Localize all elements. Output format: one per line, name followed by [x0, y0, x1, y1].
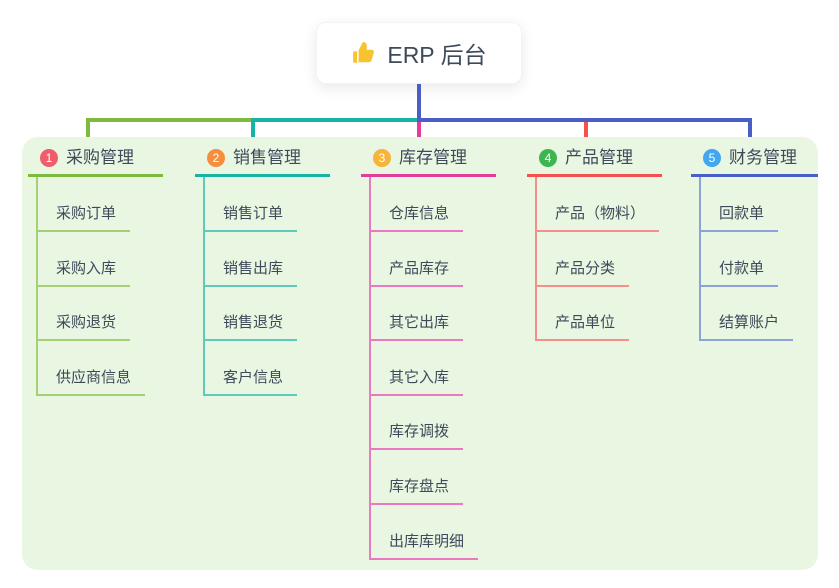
branch-3-spine — [369, 177, 371, 560]
branch-4-spine — [535, 177, 537, 341]
connector-drop-3 — [417, 122, 421, 148]
child-node[interactable]: 回款单 — [699, 204, 779, 232]
branch-4-badge: 4 — [539, 148, 557, 167]
connector-root — [417, 84, 421, 120]
child-node[interactable]: 销售出库 — [203, 259, 298, 287]
branch-inventory-header[interactable]: 3 库存管理 — [361, 147, 496, 177]
branch-purchase-header[interactable]: 1 采购管理 — [28, 147, 163, 177]
branch-product-header[interactable]: 4 产品管理 — [527, 147, 662, 177]
connector-drop-2 — [251, 118, 255, 148]
child-node[interactable]: 采购退货 — [36, 313, 131, 341]
child-node[interactable]: 库存盘点 — [369, 477, 464, 505]
branch-5-label: 财务管理 — [729, 148, 797, 167]
connector-drop-1 — [86, 118, 90, 148]
connector-drop-5 — [748, 118, 752, 148]
child-node[interactable]: 付款单 — [699, 259, 779, 287]
branch-5-spine — [699, 177, 701, 341]
child-node[interactable]: 产品库存 — [369, 259, 464, 287]
child-node[interactable]: 客户信息 — [203, 368, 298, 396]
branch-3-badge: 3 — [373, 148, 391, 167]
branch-5-badge: 5 — [703, 148, 721, 167]
branch-4-label: 产品管理 — [565, 148, 633, 167]
branch-inventory: 3 库存管理 仓库信息 产品库存 其它出库 其它入库 库存调拨 库存盘点 出库库… — [361, 147, 496, 560]
branch-1-label: 采购管理 — [66, 148, 134, 167]
child-node[interactable]: 出库库明细 — [369, 532, 479, 560]
root-label: ERP 后台 — [387, 42, 487, 68]
child-node[interactable]: 结算账户 — [699, 313, 794, 341]
child-node[interactable]: 其它出库 — [369, 313, 464, 341]
branch-3-label: 库存管理 — [399, 148, 467, 167]
child-node[interactable]: 产品分类 — [535, 259, 630, 287]
connector-bus-segment-3 — [417, 118, 752, 122]
child-node[interactable]: 库存调拨 — [369, 422, 464, 450]
child-node[interactable]: 采购订单 — [36, 204, 131, 232]
connector-bus-segment-1 — [86, 118, 255, 122]
child-node[interactable]: 销售订单 — [203, 204, 298, 232]
child-node[interactable]: 采购入库 — [36, 259, 131, 287]
branch-finance: 5 财务管理 回款单 付款单 结算账户 — [691, 147, 818, 341]
branch-purchase: 1 采购管理 采购订单 采购入库 采购退货 供应商信息 — [28, 147, 163, 396]
connector-bus-segment-2 — [252, 118, 419, 122]
child-node[interactable]: 其它入库 — [369, 368, 464, 396]
branch-2-badge: 2 — [207, 148, 225, 167]
branches-panel — [22, 137, 818, 570]
connector-drop-4 — [584, 122, 588, 148]
branch-2-label: 销售管理 — [233, 148, 301, 167]
branch-1-badge: 1 — [40, 148, 58, 167]
root-node[interactable]: ERP 后台 — [316, 22, 522, 84]
child-node[interactable]: 产品单位 — [535, 313, 630, 341]
child-node[interactable]: 供应商信息 — [36, 368, 146, 396]
branch-sales: 2 销售管理 销售订单 销售出库 销售退货 客户信息 — [195, 147, 330, 396]
child-node[interactable]: 产品（物料） — [535, 204, 660, 232]
child-node[interactable]: 仓库信息 — [369, 204, 464, 232]
thumbs-up-icon — [351, 40, 377, 66]
branch-sales-header[interactable]: 2 销售管理 — [195, 147, 330, 177]
child-node[interactable]: 销售退货 — [203, 313, 298, 341]
branch-product: 4 产品管理 产品（物料） 产品分类 产品单位 — [527, 147, 662, 341]
branch-finance-header[interactable]: 5 财务管理 — [691, 147, 818, 177]
